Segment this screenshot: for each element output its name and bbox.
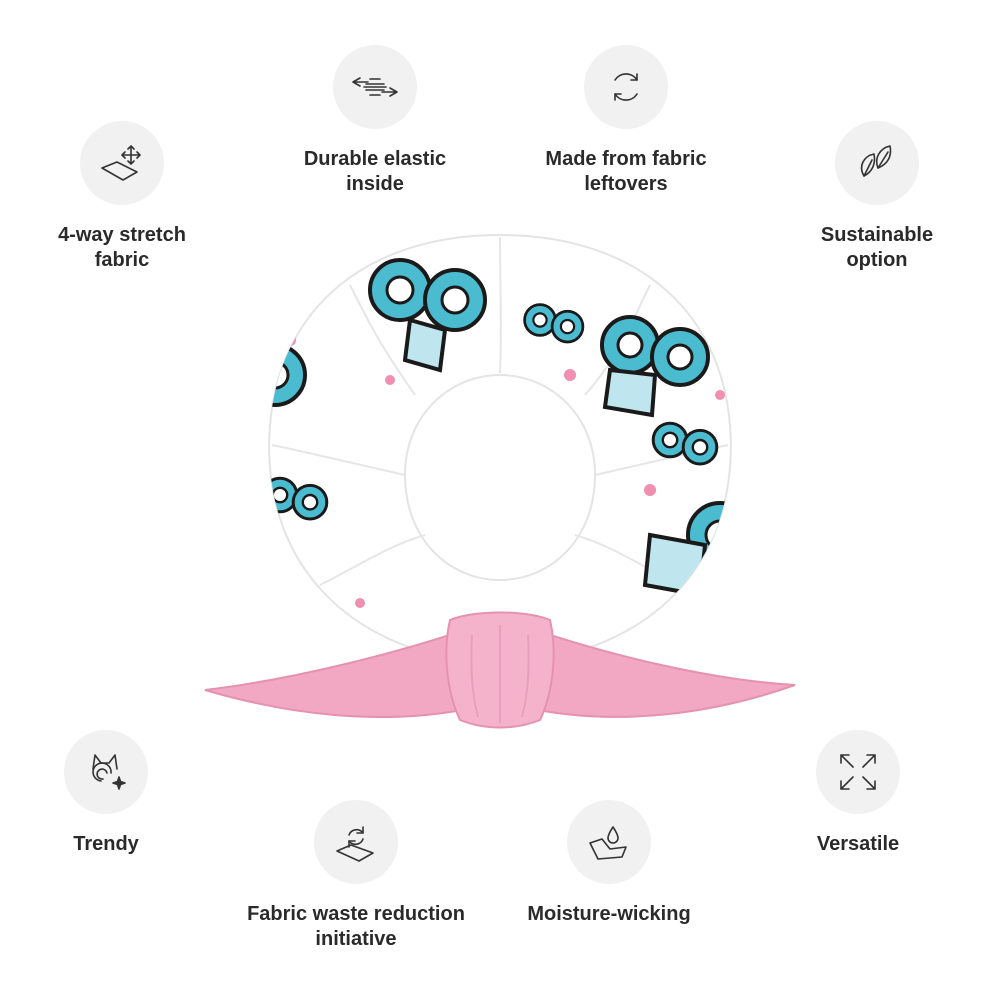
feature-versatile: Versatile <box>738 730 978 857</box>
leaves-icon <box>835 121 919 205</box>
feature-durable-elastic: Durable elastic inside <box>255 45 495 197</box>
cat-sparkle-icon <box>64 730 148 814</box>
four-way-stretch-icon <box>80 121 164 205</box>
water-drop-fabric-icon <box>567 800 651 884</box>
scrunchie-product-image <box>204 233 796 729</box>
feature-label: Trendy <box>73 833 139 855</box>
feature-sustainable: Sustainable option <box>757 121 997 273</box>
feature-label: Durable elastic inside <box>303 148 447 195</box>
feature-label: Fabric waste reduction initiative <box>247 903 465 950</box>
feature-trendy: Trendy <box>0 730 226 857</box>
arrows-compress-icon <box>333 45 417 129</box>
feature-label: Sustainable option <box>820 224 934 271</box>
feature-moisture: Moisture-wicking <box>489 800 729 927</box>
feature-stretch: 4-way stretch fabric <box>2 121 242 273</box>
recycle-arrows-icon <box>584 45 668 129</box>
expand-arrows-icon <box>816 730 900 814</box>
recycle-fabric-icon <box>314 800 398 884</box>
pink-bow <box>204 611 796 729</box>
feature-fabric-leftovers: Made from fabric leftovers <box>506 45 746 197</box>
feature-label: 4-way stretch fabric <box>58 224 186 271</box>
feature-label: Versatile <box>816 833 900 855</box>
feature-label: Made from fabric leftovers <box>545 148 707 195</box>
feature-label: Moisture-wicking <box>527 903 691 925</box>
feature-fabric-waste: Fabric waste reduction initiative <box>236 800 476 952</box>
